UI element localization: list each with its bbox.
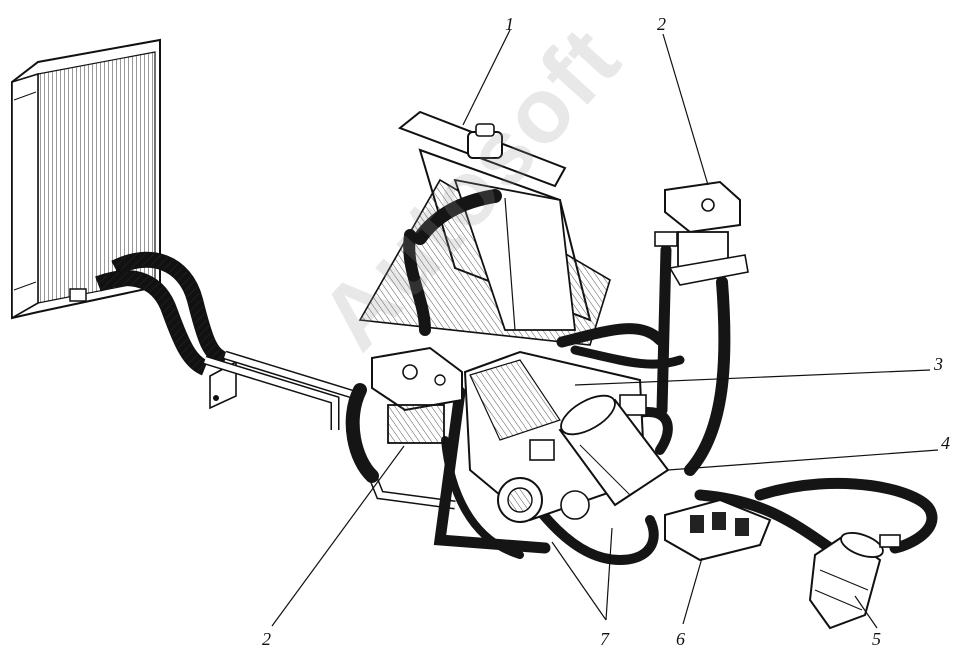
callout-1: 1 [505, 14, 514, 34]
leader-lines [271, 29, 939, 629]
callout-6: 6 [676, 629, 685, 649]
callout-2-bottom: 2 [262, 629, 271, 649]
callout-3: 3 [934, 354, 943, 374]
distributor-block [664, 498, 772, 562]
pipe-bracket [203, 350, 456, 510]
line-filter [808, 532, 901, 630]
corrugated-hoses [95, 251, 229, 376]
callout-7: 7 [600, 629, 609, 649]
filter-top-right [654, 180, 749, 286]
callout-4: 4 [941, 433, 950, 453]
callout-2-top: 2 [657, 14, 666, 34]
oil-cooler [11, 38, 161, 320]
filter-left [371, 346, 463, 444]
callout-5: 5 [872, 629, 881, 649]
